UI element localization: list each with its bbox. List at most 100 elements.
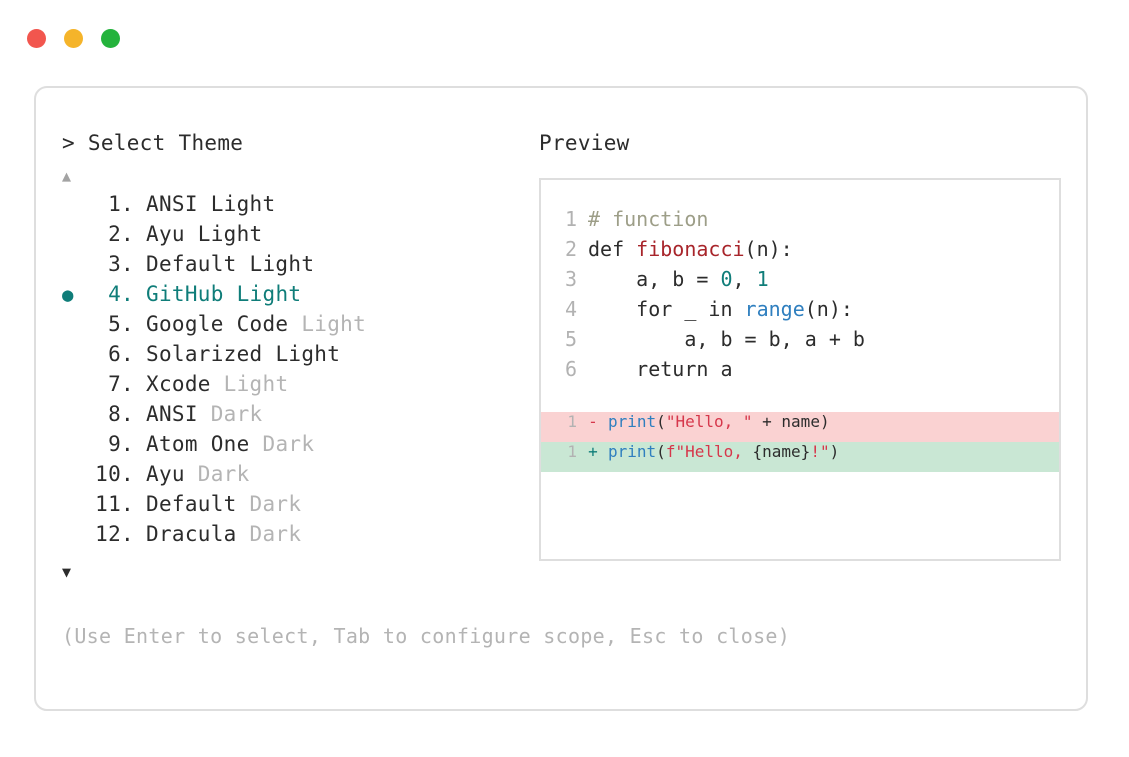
close-dot[interactable] [27,29,46,48]
theme-item-number: 8. [108,402,134,426]
theme-item-number: 11. [95,492,134,516]
theme-selector-panel: > Select Theme ▲ 1. ANSI Light 2. Ayu Light… [34,86,1088,711]
theme-item-variant: Dark [249,492,302,516]
theme-item-variant: Light [197,222,263,246]
diff-added-line: 1+print(f"Hello, {name}!") [541,442,1059,472]
theme-item-name: Ayu [146,462,198,486]
code-token: for _ in [588,297,745,321]
diff-line-text: print(f"Hello, {name}!") [608,442,839,461]
theme-item-name: Solarized [146,342,276,366]
theme-item-variant: Dark [262,432,315,456]
code-token: (n): [744,237,793,261]
theme-list-item[interactable]: 1. ANSI Light [62,192,532,222]
code-token: !" [810,442,830,461]
scroll-down-icon[interactable]: ▼ [62,563,72,581]
code-line-number: 1 [564,207,577,231]
theme-item-name: Default [146,492,250,516]
theme-item-name: Ayu [146,222,198,246]
maximize-dot[interactable] [101,29,120,48]
code-line-number: 5 [564,327,577,351]
prompt-header: > Select Theme [62,130,532,156]
theme-item-number: 7. [108,372,134,396]
diff-removed-line: 1-print("Hello, " + name) [541,412,1059,442]
code-line-text: # function [588,204,708,234]
theme-item-name: GitHub [146,282,237,306]
theme-list-item[interactable]: 8.ANSI Dark [62,402,532,432]
theme-list-item[interactable]: 3.Default Light [62,252,532,282]
code-token: fibonacci [636,237,745,261]
theme-list-column: > Select Theme ▲ 1. ANSI Light 2. Ayu Light… [62,130,532,582]
theme-item-variant: Light [275,342,341,366]
code-token: (n): [804,297,853,321]
code-token: a, b = b, a + b [588,327,865,351]
theme-item-number: 2. [108,222,134,246]
code-line-number: 6 [564,357,577,381]
theme-item-name: Dracula [146,522,250,546]
theme-item-variant: Light [236,282,302,306]
code-line: 3 a, b = 0, 1 [541,264,1059,294]
theme-list-item[interactable]: 7. Xcode Light [62,372,532,402]
theme-item-number: 9. [108,432,134,456]
theme-item-name: Xcode [146,372,224,396]
code-line-text: for _ in range(n): [588,294,853,324]
code-token: print [608,442,657,461]
prompt-title: Select Theme [87,131,244,155]
selected-bullet-icon: ● [62,284,74,306]
theme-list-item[interactable]: 9. Atom One Dark [62,432,532,462]
prompt-caret-icon: > [62,131,75,155]
theme-item-name: ANSI [146,192,211,216]
theme-list-item[interactable]: ● 4. GitHub Light [62,282,532,312]
theme-item-number: 4. [108,282,134,306]
theme-item-variant: Light [210,192,276,216]
code-token: # function [588,207,709,231]
scroll-up-icon[interactable]: ▲ [62,167,72,185]
diff-minus-icon: - [588,412,598,431]
code-token: range [744,297,805,321]
code-spacer [541,384,1059,412]
theme-list-item[interactable]: 2. Ayu Light [62,222,532,252]
code-token: , [732,267,757,291]
diff-preview: 1-print("Hello, " + name)1+print(f"Hello… [541,412,1059,472]
code-token: ) [829,442,840,461]
code-token: 1 [756,267,769,291]
code-token: 0 [720,267,733,291]
theme-list-item[interactable]: 10. Ayu Dark [62,462,532,492]
code-line: 1 # function [541,204,1059,234]
theme-item-variant: Light [249,252,315,276]
theme-list-item[interactable]: 5.Google Code Light [62,312,532,342]
theme-item-name: ANSI [146,402,211,426]
theme-item-name: Atom One [146,432,263,456]
theme-list-item[interactable]: 6.Solarized Light [62,342,532,372]
code-line: 2 def fibonacci(n): [541,234,1059,264]
theme-item-variant: Light [301,312,367,336]
theme-item-variant: Dark [249,522,302,546]
theme-list-item[interactable]: 11. Default Dark [62,492,532,522]
code-line-text: a, b = 0, 1 [588,264,769,294]
code-line-text: def fibonacci(n): [588,234,793,264]
code-token: a, b = [588,267,721,291]
code-line-number: 2 [564,237,577,261]
window-controls [27,29,120,48]
code-token: "Hello, " [665,412,753,431]
code-line-text: return a [588,354,733,384]
theme-item-variant: Dark [197,462,250,486]
code-token: def [588,237,637,261]
code-token: return a [588,357,733,381]
code-token: print [608,412,657,431]
code-line-number: 4 [564,297,577,321]
code-line-text: a, b = b, a + b [588,324,865,354]
theme-list-item[interactable]: 12.Dracula Dark [62,522,532,552]
code-line: 6 return a [541,354,1059,384]
theme-item-variant: Light [223,372,289,396]
page-title [75,131,88,155]
theme-item-number: 1. [108,192,134,216]
keyboard-hint: (Use Enter to select, Tab to configure s… [62,624,791,648]
minimize-dot[interactable] [64,29,83,48]
theme-item-number: 10. [95,462,134,486]
diff-line-number: 1 [567,412,577,431]
code-token: f"Hello, [665,442,753,461]
